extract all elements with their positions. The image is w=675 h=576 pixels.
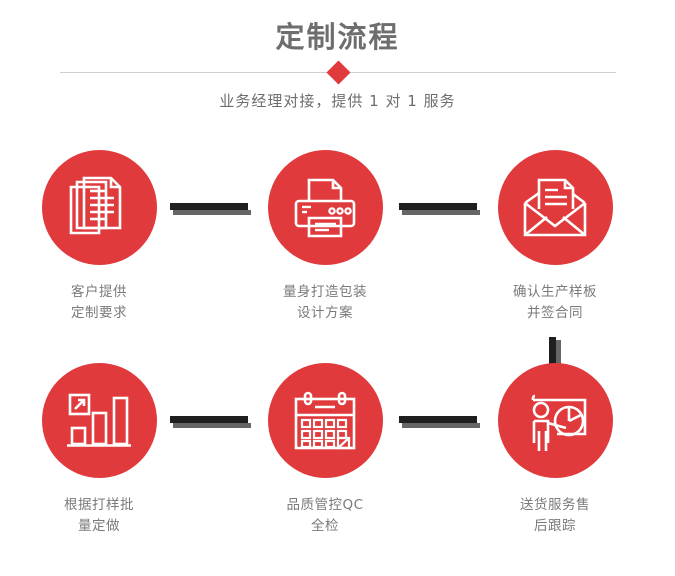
step-caption: 品质管控QC 全检	[240, 495, 410, 537]
connector-arrow-3	[549, 337, 561, 383]
step-caption-line: 设计方案	[297, 305, 353, 321]
step-icon-circle	[267, 363, 383, 478]
documents-stack-icon	[68, 176, 130, 240]
step-caption-line: 根据打样批	[64, 497, 134, 513]
connector-arrow-2	[399, 203, 480, 215]
flow-step-5[interactable]: 品质管控QC 全检	[240, 363, 410, 537]
step-caption-line: 客户提供	[71, 284, 127, 300]
diamond-icon	[325, 60, 351, 85]
connector-arrow-4	[170, 416, 251, 428]
bar-chart-growth-icon	[67, 392, 131, 450]
flow-step-4[interactable]: 根据打样批 量定做	[14, 363, 184, 537]
step-caption-line: 全检	[311, 518, 339, 534]
step-caption-line: 定制要求	[71, 305, 127, 321]
flow-step-2[interactable]: 量身打造包装 设计方案	[240, 150, 410, 324]
connector-arrow-1	[170, 203, 251, 215]
step-caption-line: 量身打造包装	[283, 284, 367, 300]
envelope-document-icon	[522, 177, 588, 239]
step-caption-line: 确认生产样板	[513, 284, 597, 300]
step-icon-circle	[497, 150, 613, 265]
step-caption: 确认生产样板 并签合同	[470, 282, 640, 324]
flow-step-3[interactable]: 确认生产样板 并签合同	[470, 150, 640, 324]
flow-row: 客户提供 定制要求	[0, 150, 675, 383]
flow-step-1[interactable]: 客户提供 定制要求	[14, 150, 184, 324]
flow-step-6[interactable]: 送货服务售 后跟踪	[470, 363, 640, 537]
presentation-pie-chart-icon	[522, 390, 588, 452]
page-subtitle: 业务经理对接，提供 1 对 1 服务	[219, 92, 456, 110]
process-flow: 客户提供 定制要求	[0, 150, 675, 576]
step-caption-line: 量定做	[78, 518, 120, 534]
step-caption-line: 后跟踪	[534, 518, 576, 534]
calendar-icon	[293, 391, 357, 451]
step-caption-line: 品质管控QC	[286, 497, 364, 513]
printer-icon	[293, 177, 357, 239]
title-divider	[60, 60, 616, 85]
connector-arrow-5	[399, 416, 480, 428]
step-icon-circle	[267, 150, 383, 265]
step-caption: 客户提供 定制要求	[14, 282, 184, 324]
step-icon-circle	[41, 363, 157, 478]
page-title: 定制流程	[275, 20, 400, 54]
step-icon-circle	[497, 363, 613, 478]
step-caption-line: 并签合同	[527, 305, 583, 321]
step-caption: 量身打造包装 设计方案	[240, 282, 410, 324]
step-icon-circle	[41, 150, 157, 265]
step-caption: 送货服务售 后跟踪	[470, 495, 640, 537]
step-caption: 根据打样批 量定做	[14, 495, 184, 537]
flow-row: 根据打样批 量定做	[0, 363, 675, 576]
step-caption-line: 送货服务售	[520, 497, 590, 513]
